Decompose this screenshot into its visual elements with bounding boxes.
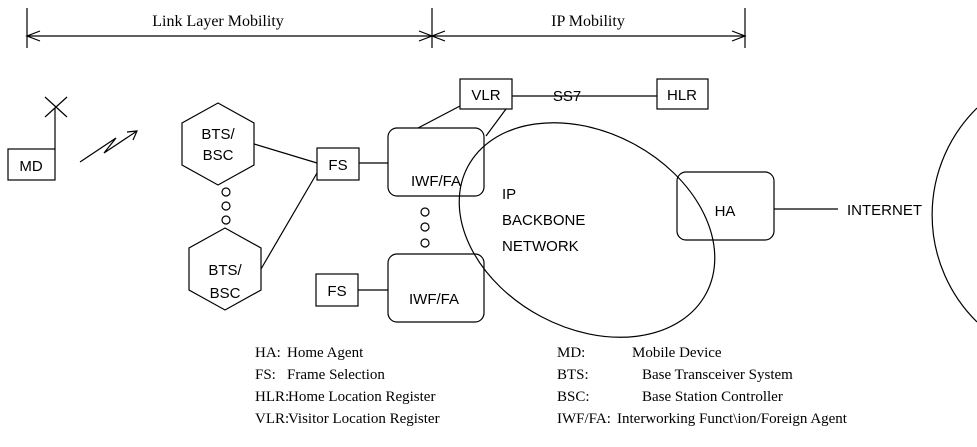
fs-bottom: FS [315, 273, 359, 307]
link-vlr-iwf [417, 105, 461, 129]
bts-top-label-2: BSC [203, 147, 234, 164]
legend-abbr: VLR: [255, 411, 289, 427]
bts-ellipsis [221, 187, 231, 225]
mobile-device: MD [7, 96, 68, 181]
iwf-fa-top: IWF/FA [387, 127, 485, 197]
ha-box: HA [676, 171, 775, 241]
fs-top-label: FS [328, 157, 347, 174]
link-vlr-backbone [485, 108, 507, 137]
fs-top: FS [316, 147, 360, 181]
legend-desc: Interworking Funct\ion/Foreign Agent [617, 411, 848, 427]
backbone-label-3: NETWORK [502, 238, 579, 255]
legend-abbr: BSC: [557, 389, 590, 405]
backbone-label-1: IP [502, 186, 516, 203]
legend-desc: Mobile Device [632, 345, 722, 361]
iwf-top-label: IWF/FA [411, 173, 461, 190]
bts-bottom-label-2: BSC [210, 285, 241, 302]
vlr-box: VLR [459, 78, 513, 110]
iwf-ellipsis [420, 207, 430, 248]
bts-bottom-label-1: BTS/ [208, 262, 242, 279]
bts-bsc-top: BTS/ BSC [181, 102, 255, 186]
legend-desc: Base Transceiver System [642, 367, 793, 383]
legend-abbr: IWF/FA: [557, 411, 611, 427]
link-bts-bottom-fs [260, 172, 318, 270]
iwf-fa-bottom: IWF/FA [387, 253, 485, 323]
range-markers: Link Layer Mobility IP Mobility [25, 8, 747, 48]
legend-abbr: BTS: [557, 367, 589, 383]
bts-bsc-bottom: BTS/ BSC [188, 227, 262, 311]
legend-abbr: HLR: [255, 389, 289, 405]
md-label: MD [19, 158, 42, 175]
legend-desc: Home Location Register [288, 389, 435, 405]
antenna-x-2 [44, 96, 68, 118]
legend-desc: Home Agent [287, 345, 364, 361]
legend-abbr: HA: [255, 345, 281, 361]
legend-desc: Base Station Controller [642, 389, 783, 405]
ip-mobility-label: IP Mobility [551, 13, 625, 30]
hlr-label: HLR [667, 87, 697, 104]
hlr-box: HLR [656, 78, 709, 110]
link-bts-top-fs [253, 143, 318, 164]
vlr-label: VLR [471, 87, 500, 104]
legend-desc: Visitor Location Register [288, 411, 440, 427]
legend-abbr: FS: [255, 367, 276, 383]
fs-bottom-label: FS [327, 283, 346, 300]
link-layer-mobility-label: Link Layer Mobility [152, 13, 284, 30]
ss7-label: SS7 [553, 88, 581, 105]
legend-desc: Frame Selection [287, 367, 385, 383]
bts-top-label-1: BTS/ [201, 126, 235, 143]
internet-label: INTERNET [847, 202, 922, 219]
internet-cloud: INTERNET [847, 107, 977, 323]
iwf-bottom-label: IWF/FA [409, 291, 459, 308]
wireless-link-icon [79, 130, 138, 163]
legend-abbr: MD: [557, 345, 585, 361]
ip-backbone-network: IP BACKBONE NETWORK [458, 122, 716, 338]
ha-label: HA [715, 203, 736, 220]
backbone-label-2: BACKBONE [502, 212, 585, 229]
